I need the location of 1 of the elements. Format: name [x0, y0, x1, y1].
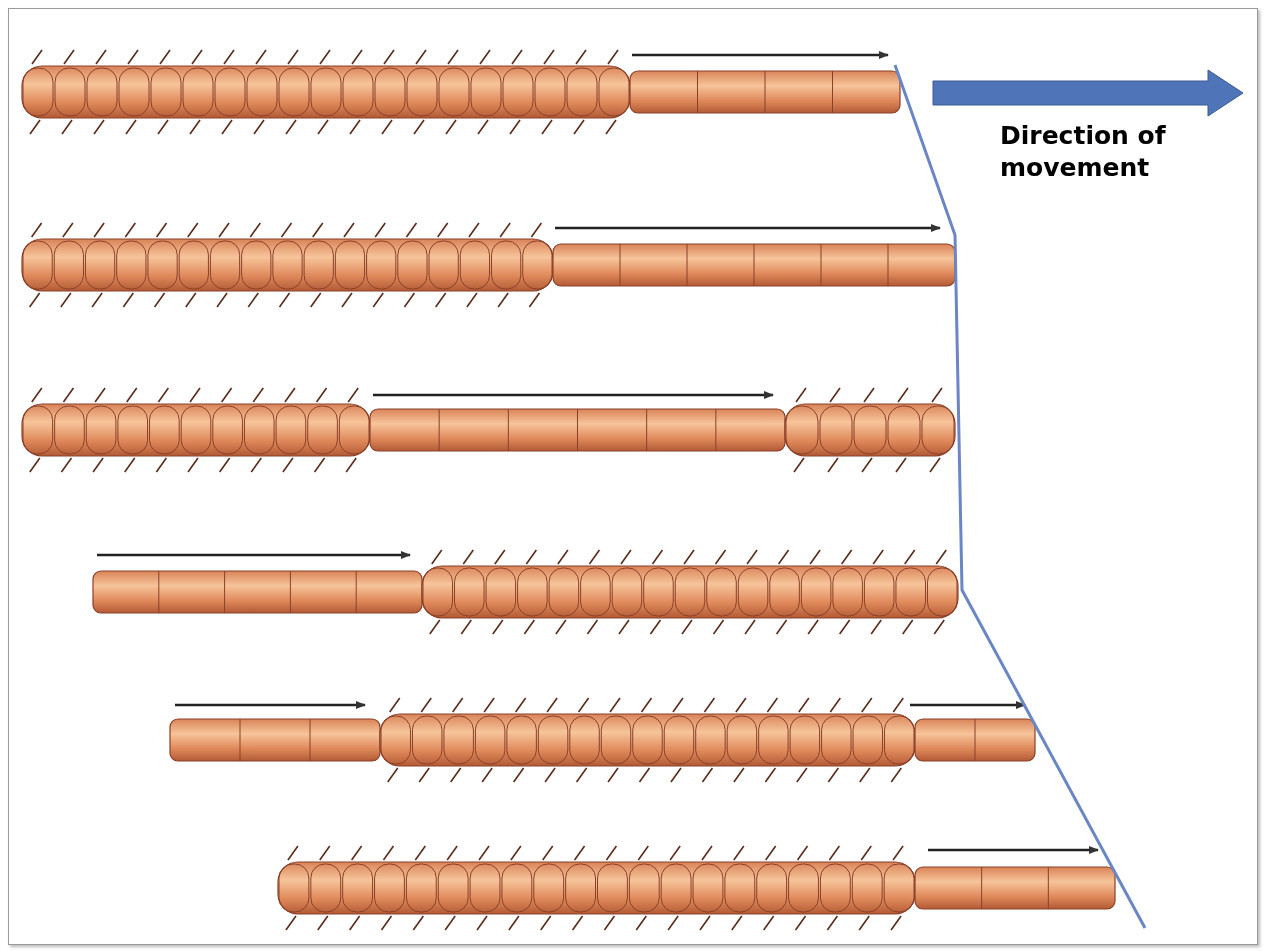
direction-label: Direction of movement: [1000, 120, 1167, 184]
